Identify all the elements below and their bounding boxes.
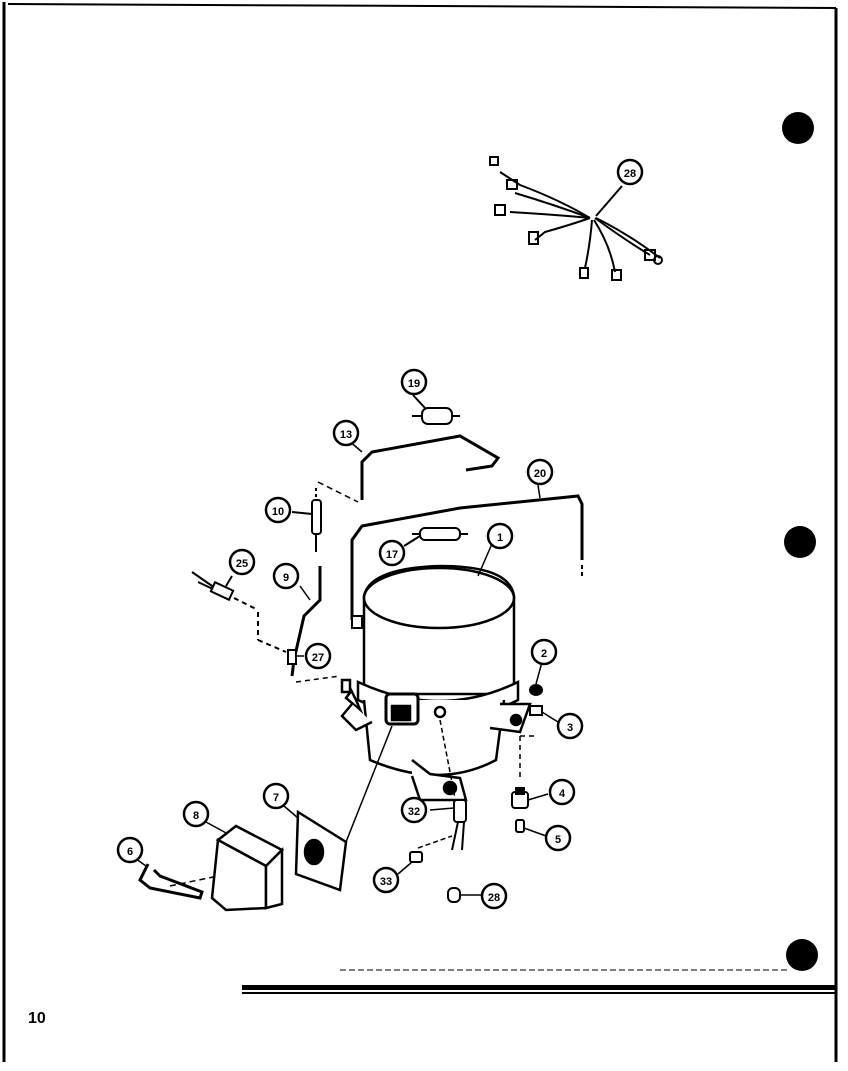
wire-harness	[489, 156, 663, 281]
svg-text:28: 28	[624, 168, 636, 180]
page-border	[2, 2, 838, 1062]
callout-28-bushing: 28	[480, 882, 508, 910]
callout-32: 32	[400, 796, 428, 824]
punch-hole-middle	[784, 526, 816, 558]
part-10-fitting	[291, 488, 322, 552]
part-28-bushing	[447, 887, 482, 903]
grommet-stack	[511, 661, 559, 837]
callouts: 28 19 13 20 10 1 17 25	[116, 158, 644, 910]
svg-text:9: 9	[283, 572, 289, 584]
part-9-tube	[287, 566, 341, 683]
callout-5: 5	[544, 824, 572, 852]
svg-text:33: 33	[380, 876, 392, 888]
callout-33: 33	[372, 866, 400, 894]
callout-13: 13	[332, 419, 360, 447]
svg-text:1: 1	[497, 532, 503, 544]
svg-text:17: 17	[386, 549, 398, 561]
part-1-compressor	[340, 529, 532, 802]
svg-text:10: 10	[272, 506, 284, 518]
svg-text:20: 20	[534, 468, 546, 480]
callout-25: 25	[228, 548, 256, 576]
callout-4: 4	[548, 778, 576, 806]
svg-text:13: 13	[340, 429, 352, 441]
svg-text:5: 5	[555, 834, 561, 846]
part-33-connector	[397, 851, 423, 875]
svg-text:19: 19	[408, 378, 420, 390]
svg-text:7: 7	[273, 792, 279, 804]
svg-text:4: 4	[559, 788, 566, 800]
callout-19: 19	[400, 368, 428, 396]
svg-text:28: 28	[488, 892, 500, 904]
svg-text:27: 27	[312, 652, 324, 664]
part-25-clip	[191, 571, 287, 653]
part-32-overload	[417, 799, 467, 851]
part-7-cover-plate	[283, 725, 393, 892]
callout-6: 6	[116, 836, 144, 864]
part-17-drier	[403, 527, 468, 547]
callout-2: 2	[530, 638, 558, 666]
callout-1: 1	[486, 522, 514, 550]
part-6-retainer-clip	[131, 855, 219, 900]
svg-text:3: 3	[567, 722, 573, 734]
svg-text:8: 8	[193, 810, 199, 822]
punch-hole-bottom	[786, 939, 818, 971]
callout-28-harness: 28	[616, 158, 644, 186]
svg-text:25: 25	[236, 558, 248, 570]
part-8-terminal-cover	[205, 821, 285, 912]
callout-17: 17	[378, 539, 406, 567]
callout-10: 10	[264, 496, 292, 524]
callout-27: 27	[304, 642, 332, 670]
callout-9: 9	[272, 562, 300, 590]
svg-text:32: 32	[408, 806, 420, 818]
callout-8: 8	[182, 800, 210, 828]
callout-3: 3	[556, 712, 584, 740]
bottom-rule	[242, 969, 836, 994]
callout-7: 7	[262, 782, 290, 810]
svg-text:2: 2	[541, 648, 547, 660]
part-19-capacitor	[412, 394, 460, 425]
callout-20: 20	[526, 458, 554, 486]
part-20-discharge-tube	[350, 484, 584, 620]
svg-text:6: 6	[127, 846, 133, 858]
page-number: 10	[28, 1010, 46, 1027]
punch-hole-top	[782, 112, 814, 144]
